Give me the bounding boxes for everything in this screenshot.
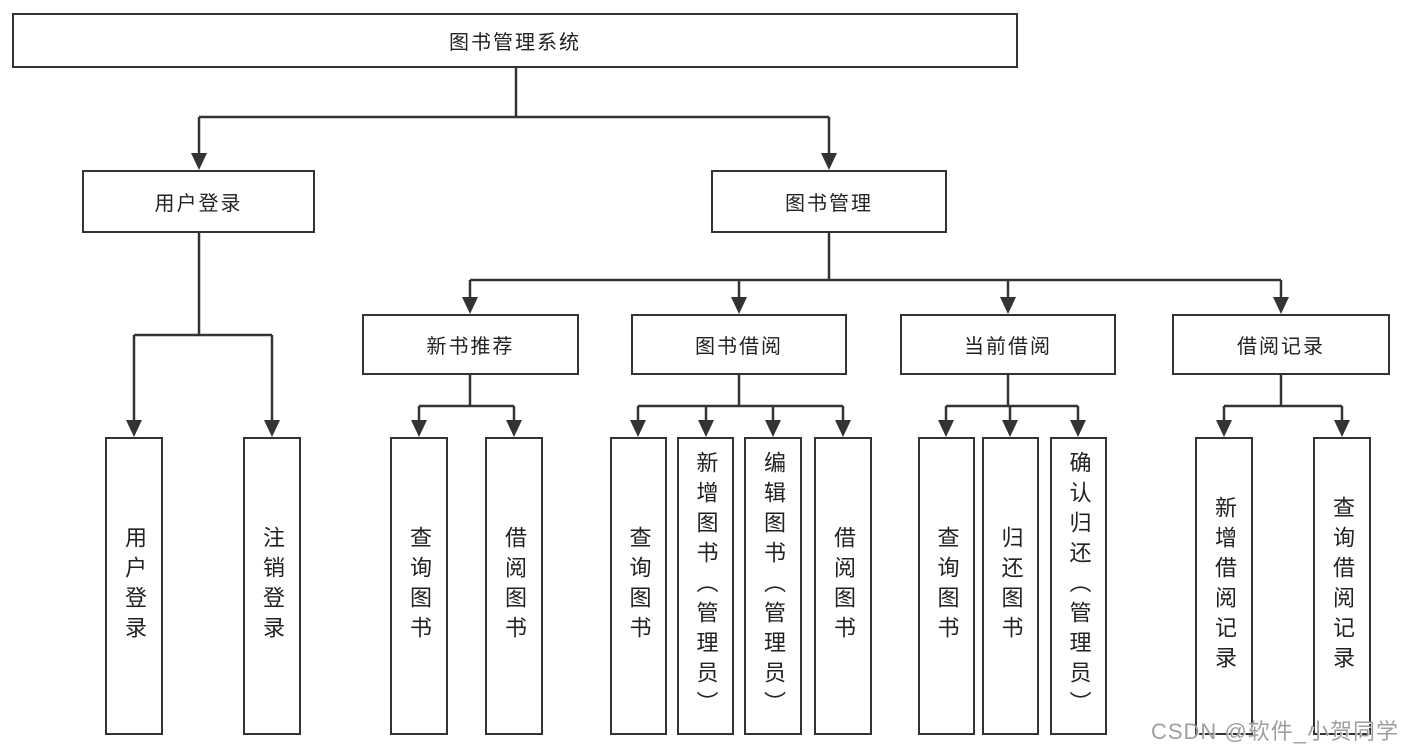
node-new-book-recommend: 新书推荐 [362,314,579,375]
arrow-down-icon [264,420,280,437]
leaf-recommend-borrow-books-label: 借阅图书 [502,526,527,646]
leaf-user-login: 用户登录 [105,437,163,735]
arrow-down-icon [1334,420,1350,437]
node-user-login: 用户登录 [82,170,315,233]
arrow-down-icon [835,420,851,437]
leaf-add-borrow-record: 新增借阅记录 [1195,437,1253,735]
leaf-borrowing-query-books-label: 查询图书 [626,526,652,646]
arrowheads [126,153,1350,437]
tree-edges [132,68,1344,425]
node-user-login-label: 用户登录 [154,193,243,215]
node-root: 图书管理系统 [12,13,1018,68]
leaf-return-book-label: 归还图书 [998,526,1024,646]
leaf-current-query-books-label: 查询图书 [934,526,960,646]
leaf-confirm-return-admin-label: 确认归还（管理员） [1066,451,1092,721]
leaf-confirm-return-admin: 确认归还（管理员） [1050,437,1107,735]
leaf-return-book: 归还图书 [982,437,1039,735]
leaf-borrow-book-label: 借阅图书 [831,526,856,646]
node-book-borrowing: 图书借阅 [631,314,847,375]
arrow-down-icon [411,420,427,437]
leaf-user-login-label: 用户登录 [122,526,147,646]
arrow-down-icon [938,420,954,437]
arrow-down-icon [1070,420,1086,437]
leaf-logout-label: 注销登录 [260,526,285,646]
arrow-down-icon [698,420,714,437]
leaf-current-query-books: 查询图书 [918,437,975,735]
watermark: CSDN @软件_小贺同学 [1150,719,1399,744]
leaf-add-book-admin-label: 新增图书（管理员） [693,451,719,721]
node-book-management: 图书管理 [711,170,947,233]
leaf-add-borrow-record-label: 新增借阅记录 [1212,496,1237,676]
leaf-recommend-query-books: 查询图书 [390,437,448,735]
arrow-down-icon [630,420,646,437]
node-borrowing-records: 借阅记录 [1172,314,1390,375]
leaf-query-borrow-record-label: 查询借阅记录 [1330,496,1355,676]
node-borrowing-records-label: 借阅记录 [1237,336,1325,358]
node-new-book-recommend-label: 新书推荐 [426,336,515,358]
leaf-edit-book-admin-label: 编辑图书（管理员） [761,451,786,721]
arrow-down-icon [765,420,781,437]
leaf-borrowing-query-books: 查询图书 [610,437,667,735]
arrow-down-icon [462,297,478,314]
arrow-down-icon [126,420,142,437]
arrow-down-icon [731,297,747,314]
leaf-recommend-query-books-label: 查询图书 [407,526,432,646]
node-current-borrowing: 当前借阅 [900,314,1116,375]
leaf-edit-book-admin: 编辑图书（管理员） [744,437,802,735]
arrow-down-icon [1002,420,1018,437]
node-book-borrowing-label: 图书借阅 [695,336,783,358]
arrow-down-icon [1273,297,1289,314]
node-current-borrowing-label: 当前借阅 [964,336,1052,358]
leaf-borrow-book: 借阅图书 [814,437,872,735]
arrow-down-icon [191,153,207,170]
arrow-down-icon [506,420,522,437]
node-book-management-label: 图书管理 [785,193,873,215]
leaf-logout: 注销登录 [243,437,301,735]
leaf-recommend-borrow-books: 借阅图书 [485,437,543,735]
arrow-down-icon [1216,420,1232,437]
arrow-down-icon [821,153,837,170]
arrow-down-icon [1000,297,1016,314]
node-root-label: 图书管理系统 [449,32,581,54]
leaf-add-book-admin: 新增图书（管理员） [677,437,734,735]
leaf-query-borrow-record: 查询借阅记录 [1313,437,1371,735]
